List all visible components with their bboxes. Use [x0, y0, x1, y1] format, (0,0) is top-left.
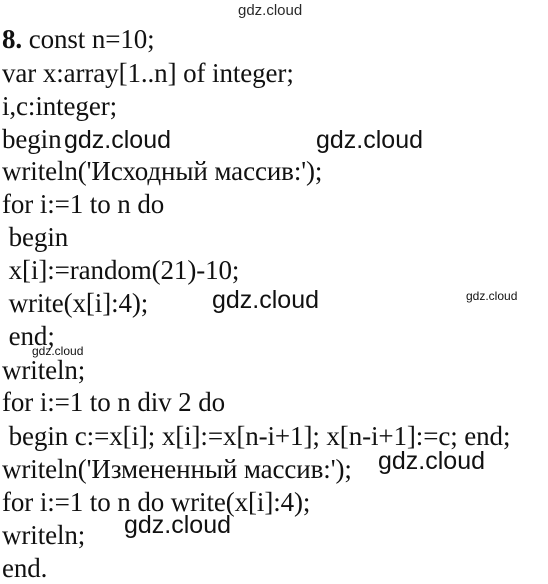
code-line-7: begin [2, 222, 69, 252]
watermark-top: gdz.cloud [238, 2, 303, 19]
code-line-15: for i:=1 to n do write(x[i]:4); [2, 487, 311, 517]
watermark-6: gdz.cloud [378, 447, 486, 475]
code-line-17: end. [2, 553, 48, 583]
code-line-1-text: const n=10; [22, 24, 155, 54]
watermark-3: gdz.cloud [212, 286, 320, 314]
code-line-11: writeln; [2, 355, 86, 385]
code-line-3: i,c:integer; [2, 91, 118, 121]
code-line-1: 8. const n=10; [2, 23, 155, 55]
code-line-12: for i:=1 to n div 2 do [2, 387, 226, 417]
code-line-14: writeln('Измененный массив:'); [2, 454, 352, 484]
code-line-5: writeln('Исходный массив:'); [2, 156, 323, 186]
code-line-6: for i:=1 to n do [2, 189, 165, 219]
code-line-10: end; [2, 321, 55, 351]
watermark-1: gdz.cloud [64, 126, 172, 154]
task-number: 8. [2, 24, 23, 54]
code-line-4: begin [2, 124, 62, 154]
code-line-9: write(x[i]:4); [2, 288, 149, 318]
code-line-13: begin c:=x[i]; x[i]:=x[n-i+1]; x[n-i+1]:… [2, 421, 511, 451]
watermark-5: gdz.cloud [32, 344, 84, 358]
watermark-2: gdz.cloud [316, 126, 424, 154]
watermark-7: gdz.cloud [124, 511, 232, 539]
code-line-2: var x:array[1..n] of integer; [2, 58, 294, 88]
watermark-4: gdz.cloud [466, 289, 518, 303]
code-line-16: writeln; [2, 520, 86, 550]
code-line-8: x[i]:=random(21)-10; [2, 255, 240, 285]
